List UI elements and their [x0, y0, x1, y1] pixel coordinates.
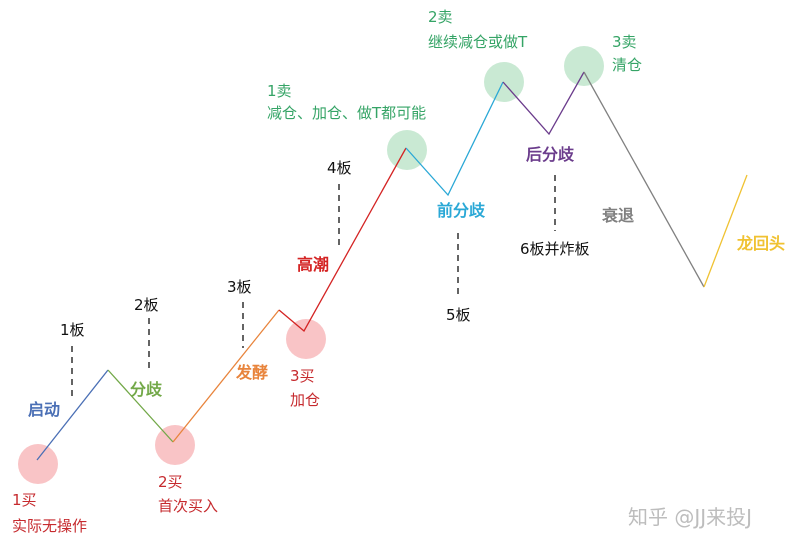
segment-start: [36, 369, 109, 461]
phase-start-label: 启动: [28, 400, 60, 419]
buy-2-desc: 首次买入: [158, 497, 218, 515]
buy-1-title: 1买: [12, 491, 37, 509]
sell-2-title: 2卖: [428, 8, 453, 26]
sell-point-3-circle: [564, 46, 604, 86]
segment-ferment: [172, 309, 280, 443]
phase-climax-label: 高潮: [297, 255, 329, 274]
buy-point-2-circle: [155, 425, 195, 465]
buy-3-title: 3买: [290, 367, 315, 385]
phase-back-diverge-label: 后分歧: [526, 145, 575, 164]
board-1-label: 1板: [60, 321, 85, 339]
sell-3-desc: 清仓: [612, 56, 642, 74]
sell-1-desc: 减仓、加仓、做T都可能: [267, 104, 426, 122]
phase-decline-label: 衰退: [601, 206, 634, 225]
buy-point-1-circle: [18, 444, 58, 484]
watermark: 知乎 @JJ来投J: [628, 505, 752, 529]
buy-point-3-circle: [286, 319, 326, 359]
phase-diverge-label: 分歧: [130, 380, 163, 399]
phase-front-diverge-label: 前分歧: [437, 201, 486, 220]
board-4-label: 4板: [327, 159, 352, 177]
buy-3-desc: 加仓: [290, 391, 320, 409]
segment-front-diverge: [405, 81, 504, 197]
sell-point-2-circle: [484, 62, 524, 102]
sell-1-title: 1卖: [267, 82, 292, 100]
segment-diverge: [107, 369, 174, 443]
buy-2-title: 2买: [158, 473, 183, 491]
board-2-label: 2板: [134, 296, 159, 314]
board-5-label: 5板: [446, 306, 471, 324]
segment-decline: [583, 71, 705, 288]
phase-ferment-label: 发酵: [235, 363, 268, 382]
board-6-label: 6板并炸板: [520, 240, 590, 258]
sell-3-title: 3卖: [612, 33, 637, 51]
segment-dragon-return: [703, 174, 748, 288]
segment-back-diverge: [502, 71, 585, 136]
segment-climax: [278, 147, 407, 333]
board-3-label: 3板: [227, 278, 252, 296]
buy-1-desc: 实际无操作: [12, 517, 87, 535]
phase-dragon-return-label: 龙回头: [736, 234, 785, 253]
sell-2-desc: 继续减仓或做T: [428, 33, 528, 51]
